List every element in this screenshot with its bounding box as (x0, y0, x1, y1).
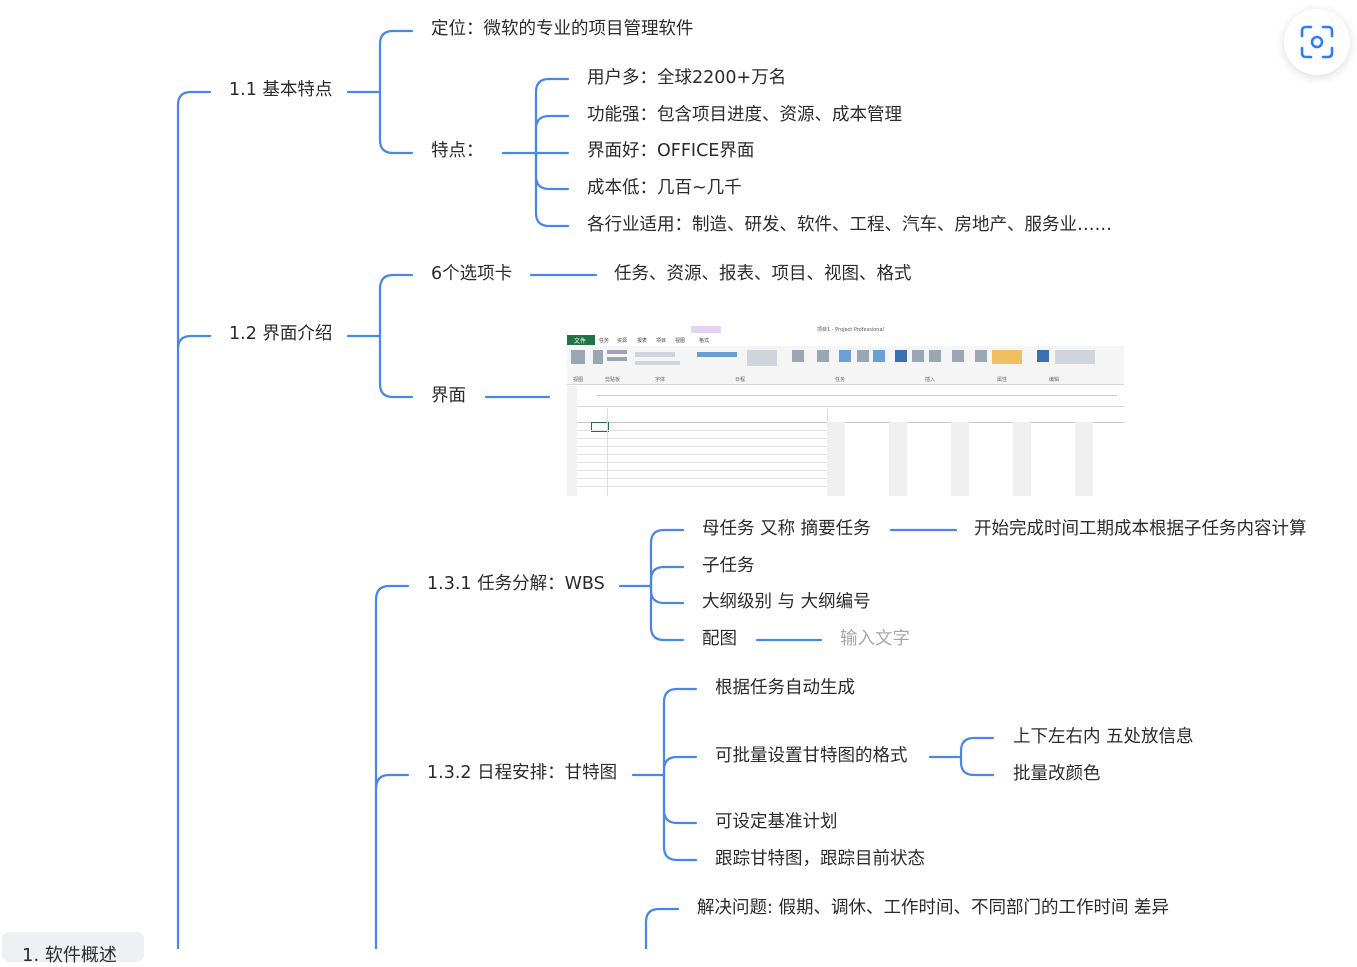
ribbon-group-label: 属性 (997, 377, 1008, 383)
ms-project-screenshot-image[interactable]: 项目1 - Project Professional 文件 任务 资源 报表 项… (567, 324, 1124, 496)
feature-item[interactable]: 功能强：包含项目进度、资源、成本管理 (587, 105, 902, 125)
ribbon-group-label: 字体 (655, 377, 666, 383)
image-text-placeholder[interactable]: 输入文字 (840, 629, 910, 649)
ribbon-tab: 格式 (699, 338, 710, 344)
branch-1-2-label[interactable]: 1.2 界面介绍 (229, 324, 333, 344)
calendar-item[interactable]: 解决问题: 假期、调休、工作时间、不同部门的工作时间 差异 (697, 898, 1170, 918)
wbs-item[interactable]: 母任务 又称 摘要任务 (702, 519, 871, 539)
gantt-format-detail[interactable]: 上下左右内 五处放信息 (1013, 727, 1194, 747)
window-title: 项目1 - Project Professional (817, 327, 884, 333)
ribbon-tab: 视图 (675, 338, 686, 344)
scan-button[interactable] (1284, 9, 1350, 75)
ribbon-group-label: 日程 (735, 377, 746, 383)
summary-detail-node[interactable]: 开始完成时间工期成本根据子任务内容计算 (974, 519, 1307, 539)
wbs-item[interactable]: 子任务 (702, 556, 755, 576)
ribbon-tab: 资源 (617, 338, 628, 344)
wbs-item[interactable]: 配图 (702, 629, 737, 649)
root-node[interactable]: 1. 软件概述 (2, 932, 144, 966)
selected-cell (591, 422, 609, 432)
file-tab: 文件 (567, 335, 595, 345)
ribbon-tab: 任务 (599, 338, 610, 344)
branch-1-3-2-label[interactable]: 1.3.2 日程安排：甘特图 (427, 763, 618, 783)
ribbon-group-label: 编辑 (1049, 377, 1060, 383)
wbs-item[interactable]: 大纲级别 与 大纲编号 (702, 592, 871, 612)
gantt-item[interactable]: 可设定基准计划 (715, 812, 838, 832)
timeline-strip (567, 386, 1124, 407)
ribbon-group-label: 视图 (573, 377, 584, 383)
quick-access-toolbar (567, 324, 1124, 334)
feature-item[interactable]: 界面好：OFFICE界面 (587, 141, 755, 161)
ui-node[interactable]: 界面 (431, 386, 466, 406)
ribbon-group-label: 剪贴板 (605, 377, 621, 383)
feature-item[interactable]: 成本低：几百~几千 (587, 178, 742, 198)
features-node[interactable]: 特点： (431, 141, 484, 161)
positioning-node[interactable]: 定位：微软的专业的项目管理软件 (431, 19, 694, 39)
branch-1-3-1-label[interactable]: 1.3.1 任务分解：WBS (427, 574, 605, 594)
grid-header (577, 408, 1124, 423)
ribbon-tab: 项目 (656, 338, 667, 344)
ribbon-tab: 报表 (637, 338, 648, 344)
feature-item[interactable]: 用户多：全球2200+万名 (587, 68, 787, 88)
tabs-count-node[interactable]: 6个选项卡 (431, 264, 513, 284)
feature-item[interactable]: 各行业适用：制造、研发、软件、工程、汽车、房地产、服务业…… (587, 215, 1112, 235)
ribbon-group-label: 任务 (835, 377, 846, 383)
root-node-label: 1. 软件概述 (22, 945, 117, 966)
context-tab-highlight (691, 326, 721, 333)
gantt-item[interactable]: 跟踪甘特图，跟踪目前状态 (715, 849, 925, 869)
tabs-list-node[interactable]: 任务、资源、报表、项目、视图、格式 (614, 264, 912, 284)
view-bar (567, 386, 577, 496)
ribbon-panel (567, 346, 1124, 385)
gantt-item[interactable]: 可批量设置甘特图的格式 (715, 746, 908, 766)
scan-lens-icon (1300, 25, 1334, 59)
gantt-format-detail[interactable]: 批量改颜色 (1013, 764, 1101, 784)
branch-1-1-label[interactable]: 1.1 基本特点 (229, 80, 333, 100)
gantt-item[interactable]: 根据任务自动生成 (715, 678, 855, 698)
ribbon-group-label: 插入 (925, 377, 936, 383)
